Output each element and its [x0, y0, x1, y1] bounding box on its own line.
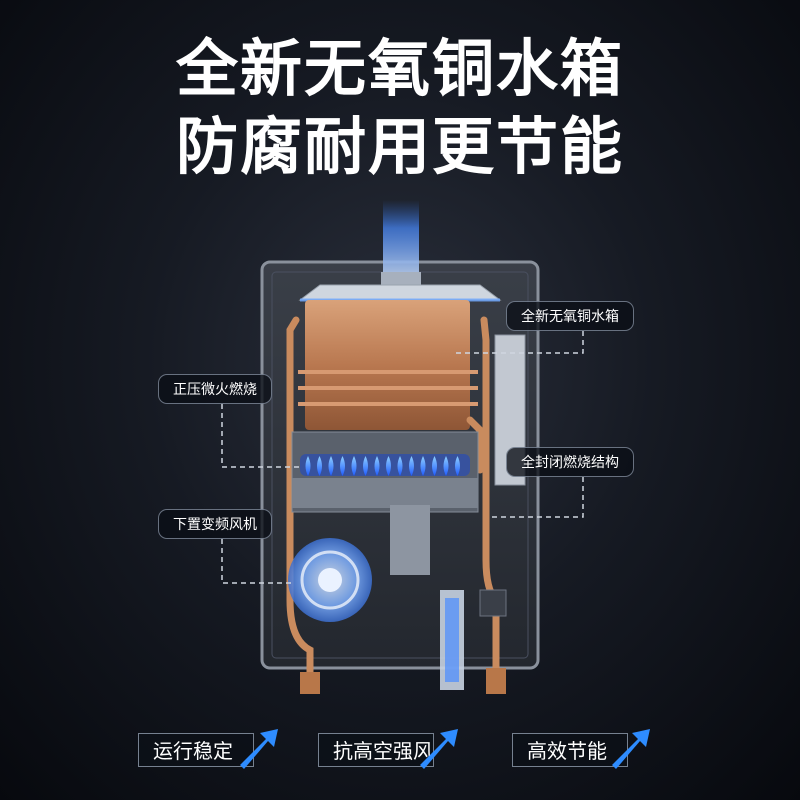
- blue-arrow-icon: [420, 729, 458, 769]
- flame: [409, 456, 414, 476]
- copper-tank: [305, 300, 470, 430]
- flame: [340, 456, 345, 476]
- flame: [351, 456, 357, 476]
- blue-arrow-icon: [612, 729, 650, 769]
- feature-high-wind-resistance: 抗高空强风: [318, 733, 434, 767]
- flame: [363, 456, 368, 476]
- flame: [455, 456, 460, 476]
- callout-leader-lines: [221, 331, 584, 584]
- callout-bottom-fan: 下置变频风机: [158, 509, 272, 539]
- copper-coils: [298, 370, 478, 406]
- feature-energy-saving: 高效节能: [512, 733, 628, 767]
- callout-positive-pressure-burning: 正压微火燃烧: [158, 374, 272, 404]
- flame: [386, 456, 391, 476]
- flame: [420, 456, 426, 476]
- gas-valve: [390, 505, 430, 575]
- callout-copper-tank: 全新无氧铜水箱: [506, 301, 634, 331]
- callout-sealed-combustion: 全封闭燃烧结构: [506, 447, 634, 477]
- flame: [432, 456, 437, 476]
- feature-stable-operation: 运行稳定: [138, 733, 254, 767]
- flue-chimney: [383, 200, 419, 280]
- headline-line-2: 防腐耐用更节能: [175, 110, 624, 183]
- outlet-fitting: [486, 668, 506, 694]
- flame: [443, 456, 449, 476]
- inlet-fitting: [300, 672, 320, 694]
- flame: [305, 456, 311, 476]
- exchanger-hood: [298, 284, 502, 301]
- headline-line-1: 全新无氧铜水箱: [175, 32, 624, 105]
- flame: [328, 456, 334, 476]
- burner-manifold: [292, 478, 478, 508]
- valve-block: [479, 589, 507, 617]
- flame: [397, 456, 403, 476]
- flame: [317, 456, 322, 476]
- flame: [374, 456, 380, 476]
- blue-arrow-icon: [240, 729, 278, 769]
